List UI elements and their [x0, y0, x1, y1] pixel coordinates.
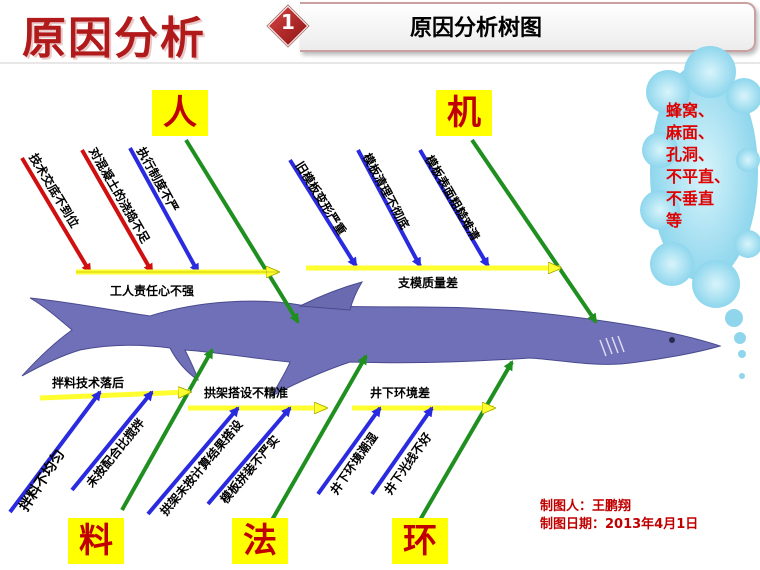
category-machine: 机 [436, 90, 492, 136]
effect-line-2: 麻面、 [666, 123, 715, 142]
material-cause-arrow-1 [8, 390, 102, 514]
effect-line-5: 不垂直 [666, 189, 715, 208]
man-bone [184, 138, 300, 324]
method-main-label: 拱架搭设不精准 [204, 386, 289, 400]
method-cause-arrow-1 [146, 406, 240, 516]
man-cause-arrow-3 [128, 147, 200, 274]
effect-line-1: 蜂窝、 [666, 101, 715, 120]
header-bar: 原因分析树图 [300, 2, 756, 52]
category-method: 法 [232, 518, 288, 564]
environment-bone [418, 360, 514, 522]
environment-cause-arrow-2 [370, 406, 434, 496]
effect-line-3: 孔洞、 [666, 145, 715, 164]
category-material: 料 [68, 518, 124, 564]
material-bone [120, 348, 214, 511]
environment-cause-arrow-1 [316, 406, 382, 496]
category-environment: 环 [392, 518, 448, 564]
effect-text: 蜂窝、 麻面、 孔洞、 不平直、 不垂直 等 [666, 100, 746, 232]
step-badge: 1 [264, 2, 312, 50]
category-man: 人 [152, 90, 208, 136]
slide-header: 原因分析 原因分析树图 1 [0, 0, 760, 64]
man-cause-arrow-2 [80, 149, 154, 274]
step-number: 1 [281, 10, 295, 34]
man-main-label: 工人责任心不强 [110, 284, 195, 298]
credit-maker: 制图人：王鹏翔 [540, 499, 632, 514]
man-cause-arrow-1 [20, 156, 92, 274]
environment-main-label: 井下环境差 [370, 386, 431, 400]
machine-main-label: 支模质量差 [398, 276, 459, 290]
credit-date: 制图日期：2013年4月1日 [540, 517, 699, 532]
method-cause-arrow-2 [206, 406, 292, 506]
effect-line-6: 等 [666, 211, 683, 230]
machine-bone [470, 138, 598, 324]
credits: 制图人：王鹏翔 制图日期：2013年4月1日 [540, 498, 698, 534]
material-cause-arrow-2 [70, 390, 154, 492]
fish-body [21, 281, 722, 398]
machine-cause-arrow-1 [288, 158, 358, 268]
material-main-label: 拌料技术落后 [52, 376, 125, 390]
material-main-arrow [39, 392, 190, 401]
header-divider [0, 62, 760, 64]
effect-line-4: 不平直、 [666, 167, 731, 186]
effect-cloud [640, 46, 760, 379]
method-bone [270, 354, 368, 521]
machine-cause-arrow-2 [356, 149, 422, 268]
slide-title: 原因分析 [22, 13, 206, 64]
header-subtitle: 原因分析树图 [410, 16, 543, 41]
machine-cause-arrow-3 [418, 148, 490, 268]
